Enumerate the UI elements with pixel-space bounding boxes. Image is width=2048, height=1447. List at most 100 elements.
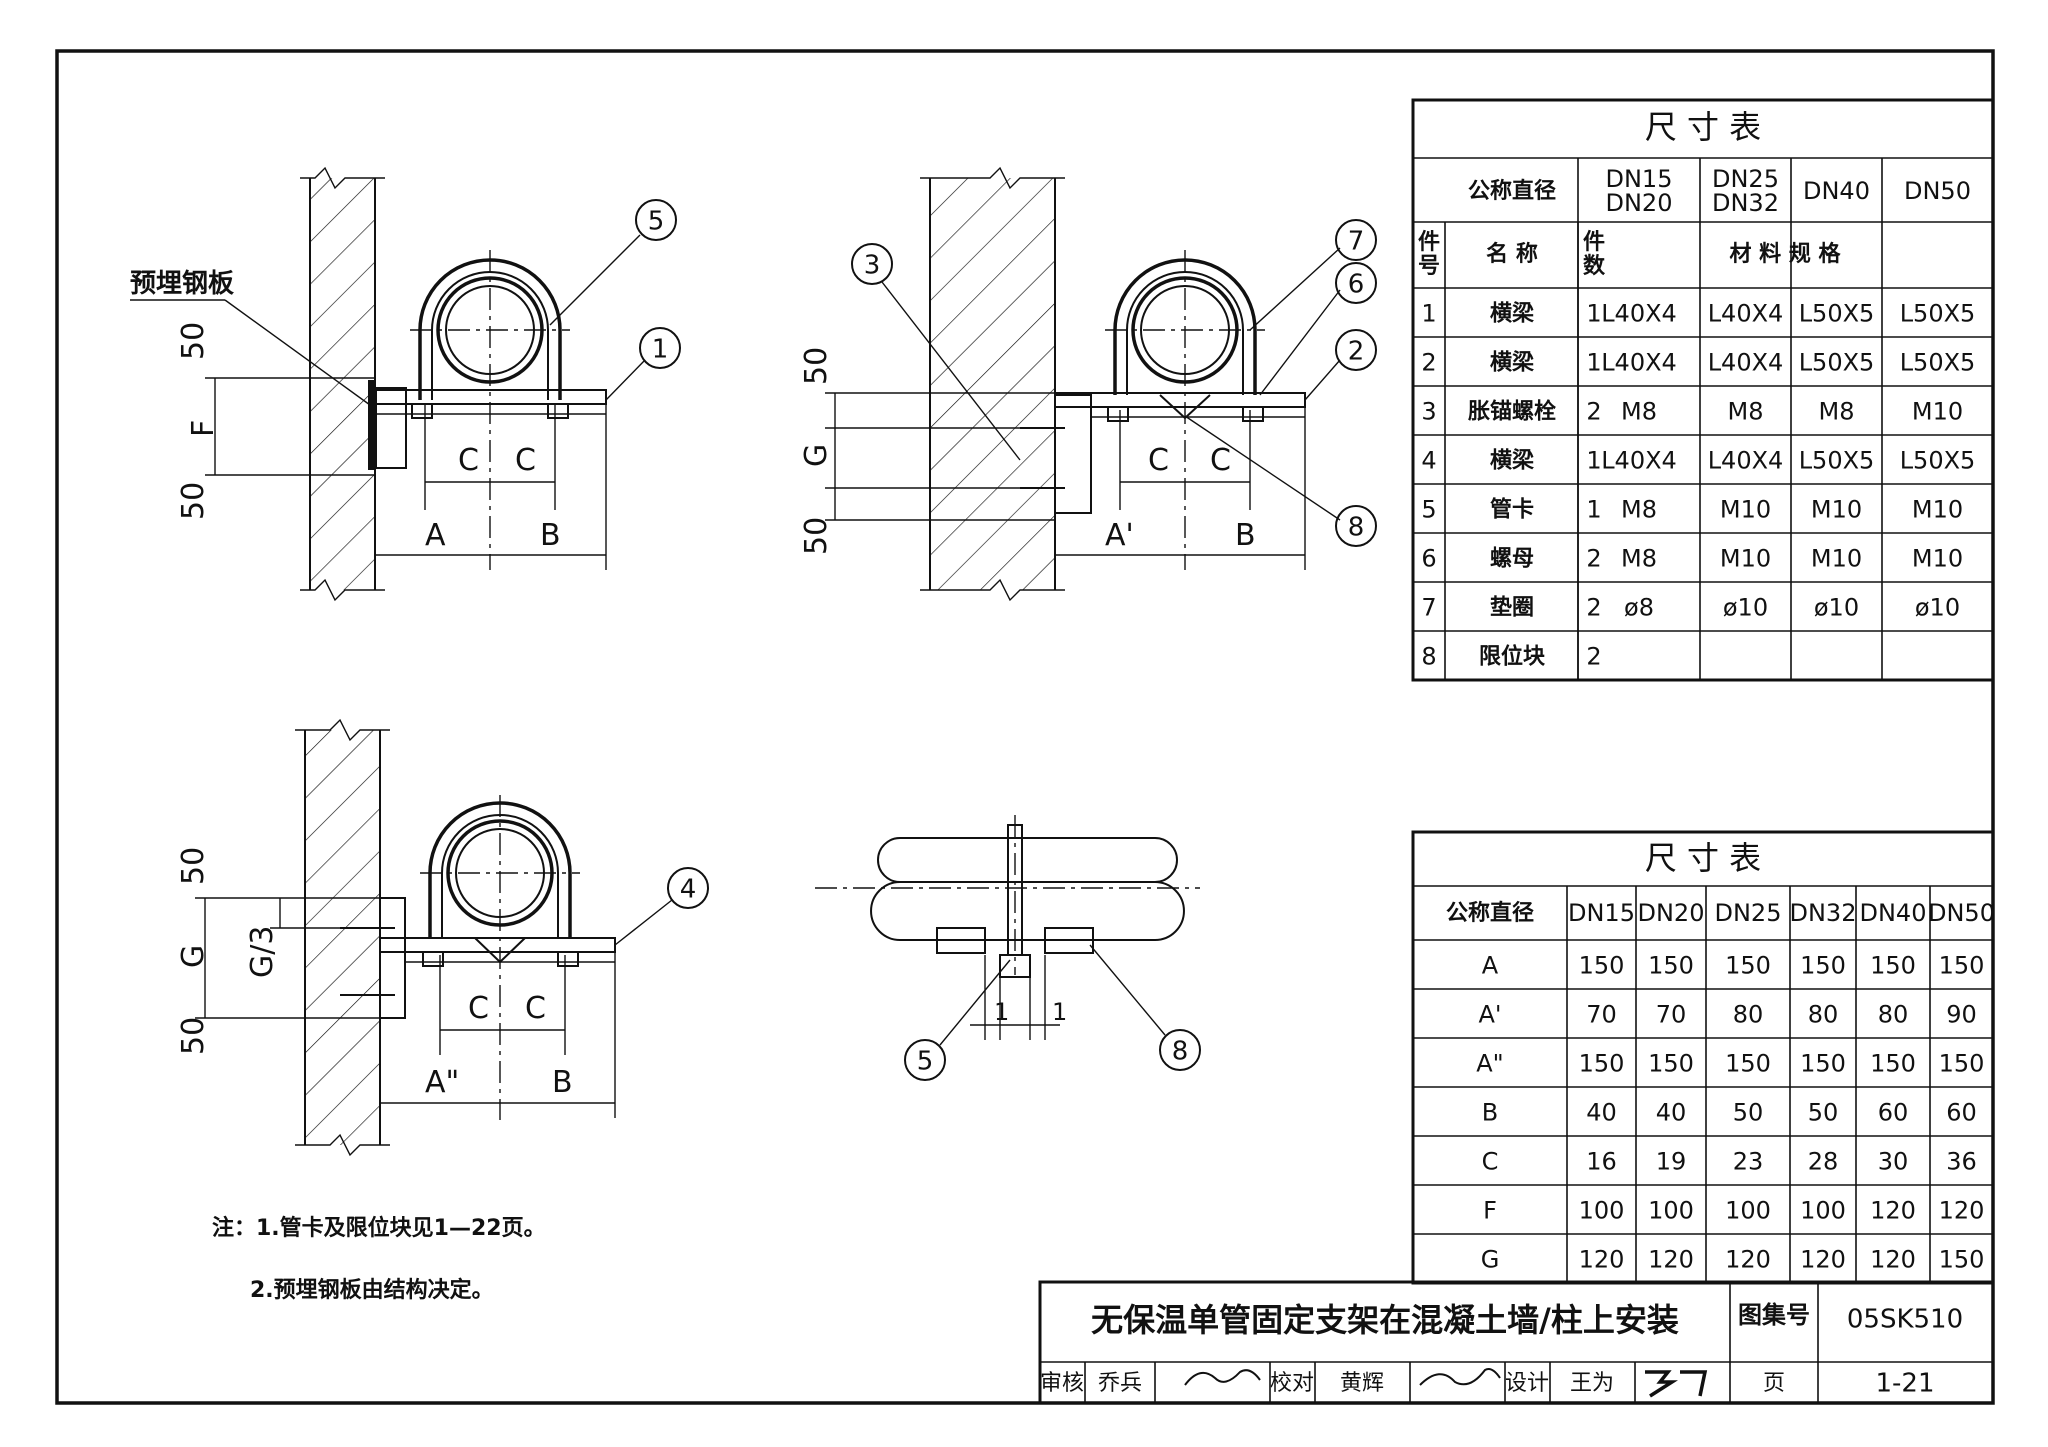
svg-text:设计: 设计	[1505, 1371, 1549, 1396]
row-spec: L40X4	[1601, 447, 1677, 475]
row-spec: M10	[1912, 398, 1963, 426]
view-top-plan: 1 1 5 8	[815, 815, 1201, 1081]
svg-text:5: 5	[648, 207, 665, 237]
row-spec: M8	[1621, 398, 1657, 426]
dimension-value: 150	[1579, 1050, 1625, 1078]
row-spec: L40X4	[1708, 349, 1784, 377]
dimension-row-label: F	[1483, 1197, 1497, 1225]
dim-f: F	[186, 420, 221, 437]
checker-signature	[1419, 1368, 1501, 1386]
row-spec: ø8	[1624, 594, 1654, 622]
row-spec: L40X4	[1601, 349, 1677, 377]
dimension-value: 150	[1800, 952, 1846, 980]
row-no: 7	[1421, 594, 1436, 622]
row-qty: 1	[1586, 300, 1601, 328]
dim-c-1: C	[458, 443, 479, 478]
row-spec: M8	[1819, 398, 1855, 426]
row-spec: M8	[1728, 398, 1764, 426]
view-wall-mount-anchor-bolts: C C A' B 50 G 50 3 7 6 2 8	[799, 166, 1377, 602]
dimension-value: 120	[1870, 1197, 1916, 1225]
dimension-value: 60	[1946, 1099, 1977, 1127]
designer-name: 王为	[1570, 1371, 1614, 1396]
dimension-value: 100	[1800, 1197, 1846, 1225]
row-spec: M8	[1621, 496, 1657, 524]
row-qty: 2	[1586, 398, 1601, 426]
dim-a: A	[425, 518, 446, 553]
embedded-plate-label: 预埋钢板	[130, 269, 234, 299]
row-spec: M8	[1621, 545, 1657, 573]
dim-50-top: 50	[176, 322, 211, 360]
svg-text:1: 1	[1052, 998, 1067, 1026]
reviewer-signature	[1184, 1369, 1261, 1386]
svg-text:C: C	[468, 991, 489, 1026]
svg-text:50: 50	[799, 517, 834, 555]
svg-text:B: B	[552, 1065, 573, 1100]
row-name: 胀锚螺栓	[1468, 399, 1556, 425]
dimension-value: 80	[1808, 1001, 1839, 1029]
dimension-value: 19	[1656, 1148, 1687, 1176]
dimension-diameter-5: DN50	[1928, 899, 1995, 927]
row-spec: L50X5	[1900, 300, 1976, 328]
col-spec-header: 材 料 规 格	[1730, 241, 1842, 267]
dim-a-prime: A'	[1105, 518, 1134, 553]
reviewer-name: 乔兵	[1098, 1371, 1142, 1396]
dimension-table-title: 尺 寸 表	[1645, 839, 1761, 877]
row-qty: 1	[1586, 349, 1601, 377]
view-column-mount-anchor-bolts: C C A" B 50 G G/3 50 4	[176, 718, 709, 1157]
svg-text:C: C	[1210, 443, 1231, 478]
dimension-row-label: C	[1482, 1148, 1499, 1176]
dimension-diameter-2: DN25	[1715, 899, 1782, 927]
col-name-header: 名 称	[1486, 241, 1538, 267]
materials-table-title: 尺 寸 表	[1645, 108, 1761, 146]
row-spec: M10	[1720, 545, 1771, 573]
row-spec: M10	[1912, 545, 1963, 573]
row-name: 螺母	[1490, 547, 1534, 572]
svg-text:7: 7	[1348, 227, 1365, 257]
dimension-row-label: A'	[1478, 1001, 1501, 1029]
svg-text:3: 3	[864, 251, 881, 281]
materials-diameter-2: DN40	[1803, 177, 1870, 205]
row-no: 3	[1421, 398, 1436, 426]
row-no: 4	[1421, 447, 1436, 475]
dimension-value: 16	[1586, 1148, 1617, 1176]
note-1: 注：1.管卡及限位块见1—22页。	[212, 1215, 546, 1241]
row-qty: 2	[1586, 545, 1601, 573]
drawing-title: 无保温单管固定支架在混凝土墙/柱上安装	[1091, 1301, 1679, 1339]
row-no: 2	[1421, 349, 1436, 377]
row-spec: L40X4	[1708, 300, 1784, 328]
notes: 注：1.管卡及限位块见1—22页。 2.预埋钢板由结构决定。	[212, 1215, 546, 1303]
dimension-value: 50	[1808, 1099, 1839, 1127]
row-spec: M10	[1811, 496, 1862, 524]
dim-b: B	[540, 518, 561, 553]
row-no: 1	[1421, 300, 1436, 328]
dimension-value: 120	[1648, 1246, 1694, 1274]
dimension-value: 150	[1939, 1050, 1985, 1078]
svg-text:C: C	[525, 991, 546, 1026]
svg-text:G: G	[176, 945, 211, 968]
dimension-diameter-4: DN40	[1860, 899, 1927, 927]
row-spec: L40X4	[1708, 447, 1784, 475]
row-spec: M10	[1720, 496, 1771, 524]
svg-text:8: 8	[1348, 513, 1365, 543]
dimension-value: 80	[1878, 1001, 1909, 1029]
dimension-value: 50	[1733, 1099, 1764, 1127]
svg-text:页: 页	[1763, 1371, 1785, 1396]
dimension-value: 150	[1579, 952, 1625, 980]
row-no: 5	[1421, 496, 1436, 524]
svg-text:8: 8	[1172, 1037, 1189, 1067]
dimension-value: 23	[1733, 1148, 1764, 1176]
svg-text:6: 6	[1348, 270, 1365, 300]
dimension-value: 40	[1656, 1099, 1687, 1127]
dim-c-2: C	[515, 443, 536, 478]
row-qty: 2	[1586, 594, 1601, 622]
dimension-row-label: A	[1482, 952, 1499, 980]
materials-header-label: 公称直径	[1468, 178, 1556, 204]
dim-50-bottom: 50	[176, 482, 211, 520]
dimension-diameter-1: DN20	[1638, 899, 1705, 927]
row-name: 垫圈	[1490, 595, 1534, 621]
svg-text:5: 5	[917, 1047, 934, 1077]
dimension-diameter-3: DN32	[1790, 899, 1857, 927]
